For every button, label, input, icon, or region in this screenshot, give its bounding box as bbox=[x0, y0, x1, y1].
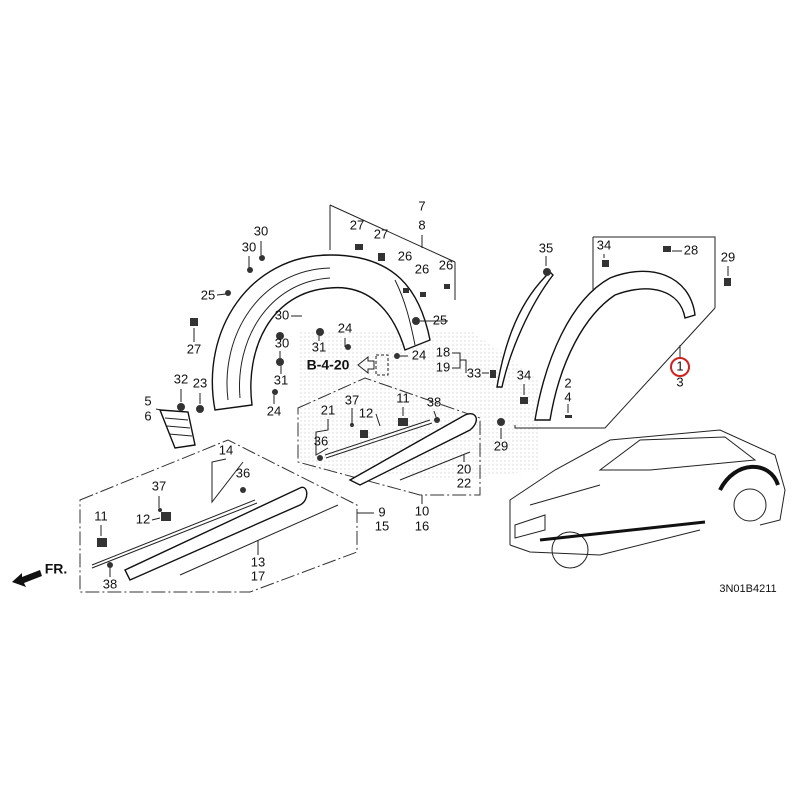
callout[interactable]: 34 bbox=[597, 237, 611, 252]
callout[interactable]: 31 bbox=[312, 339, 326, 354]
selected-part-highlight bbox=[670, 357, 690, 377]
callout[interactable]: 38 bbox=[427, 394, 441, 409]
callout[interactable]: 4 bbox=[564, 389, 571, 404]
callout[interactable]: 2 bbox=[564, 375, 571, 390]
callout[interactable]: 36 bbox=[236, 465, 250, 480]
callout[interactable]: 5 bbox=[144, 393, 151, 408]
callout[interactable]: 29 bbox=[721, 249, 735, 264]
callout[interactable]: 24 bbox=[412, 347, 426, 362]
callout[interactable]: 20 bbox=[457, 461, 471, 476]
callout[interactable]: 31 bbox=[274, 372, 288, 387]
callout[interactable]: 17 bbox=[251, 568, 265, 583]
fender-flare-group bbox=[496, 236, 716, 429]
inner-fender-group bbox=[158, 204, 456, 449]
callout[interactable]: 11 bbox=[94, 508, 108, 523]
callout[interactable]: 26 bbox=[398, 248, 412, 263]
callout[interactable]: 10 bbox=[415, 503, 429, 518]
callout[interactable]: 26 bbox=[415, 261, 429, 276]
reference-box bbox=[375, 354, 389, 376]
callouts: 7 8 27 27 26 26 26 30 30 25 27 30 24 25 … bbox=[94, 198, 735, 591]
reference-arrow bbox=[357, 355, 375, 375]
callout[interactable]: 14 bbox=[219, 442, 233, 457]
callout[interactable]: 27 bbox=[187, 341, 201, 356]
watermark bbox=[300, 330, 540, 480]
callout[interactable]: 30 bbox=[275, 335, 289, 350]
callout[interactable]: 26 bbox=[439, 257, 453, 272]
fasteners bbox=[97, 244, 731, 568]
callout[interactable]: 12 bbox=[359, 405, 373, 420]
callout[interactable]: 35 bbox=[539, 240, 553, 255]
callout[interactable]: 36 bbox=[314, 433, 328, 448]
leader-lines bbox=[100, 235, 729, 577]
diagram-code: 3N01B4211 bbox=[719, 583, 776, 595]
callout[interactable]: 15 bbox=[375, 518, 389, 533]
callout[interactable]: 27 bbox=[350, 217, 364, 232]
callout[interactable]: 30 bbox=[242, 239, 256, 254]
callout[interactable]: 29 bbox=[494, 438, 508, 453]
callout-selected[interactable]: 1 bbox=[676, 358, 683, 373]
callout[interactable]: 8 bbox=[418, 217, 425, 232]
callout[interactable]: 28 bbox=[684, 242, 698, 257]
callout[interactable]: 37 bbox=[345, 392, 359, 407]
callout[interactable]: 33 bbox=[467, 365, 481, 380]
front-direction-label: FR. bbox=[45, 561, 68, 577]
callout[interactable]: 24 bbox=[267, 403, 281, 418]
front-arrow-icon bbox=[12, 570, 42, 587]
callout[interactable]: 7 bbox=[418, 198, 425, 213]
callout[interactable]: 6 bbox=[144, 408, 151, 423]
callout[interactable]: 32 bbox=[174, 371, 188, 386]
callout[interactable]: 12 bbox=[136, 511, 150, 526]
callout[interactable]: 18 bbox=[436, 344, 450, 359]
callout[interactable]: 16 bbox=[415, 518, 429, 533]
vehicle-illustration bbox=[509, 429, 786, 569]
callout[interactable]: 34 bbox=[517, 367, 531, 382]
mudguard bbox=[158, 409, 196, 449]
callout[interactable]: 22 bbox=[457, 475, 471, 490]
callout[interactable]: 24 bbox=[338, 320, 352, 335]
callout[interactable]: 37 bbox=[152, 478, 166, 493]
callout[interactable]: 27 bbox=[374, 226, 388, 241]
callout[interactable]: 25 bbox=[201, 287, 215, 302]
callout[interactable]: 23 bbox=[193, 375, 207, 390]
callout[interactable]: 13 bbox=[251, 554, 265, 569]
side-garnish-front bbox=[79, 439, 358, 593]
reference-label[interactable]: B-4-20 bbox=[307, 357, 350, 373]
side-garnish-rear bbox=[297, 377, 481, 496]
callout[interactable]: 38 bbox=[103, 576, 117, 591]
callout[interactable]: 11 bbox=[396, 390, 410, 405]
callout[interactable]: 19 bbox=[436, 359, 450, 374]
callout[interactable]: 3 bbox=[676, 374, 683, 389]
callout[interactable]: 30 bbox=[254, 223, 268, 238]
callout[interactable]: 9 bbox=[378, 504, 385, 519]
callout[interactable]: 30 bbox=[275, 307, 289, 322]
callout[interactable]: 25 bbox=[433, 312, 447, 327]
callout[interactable]: 21 bbox=[321, 402, 335, 417]
